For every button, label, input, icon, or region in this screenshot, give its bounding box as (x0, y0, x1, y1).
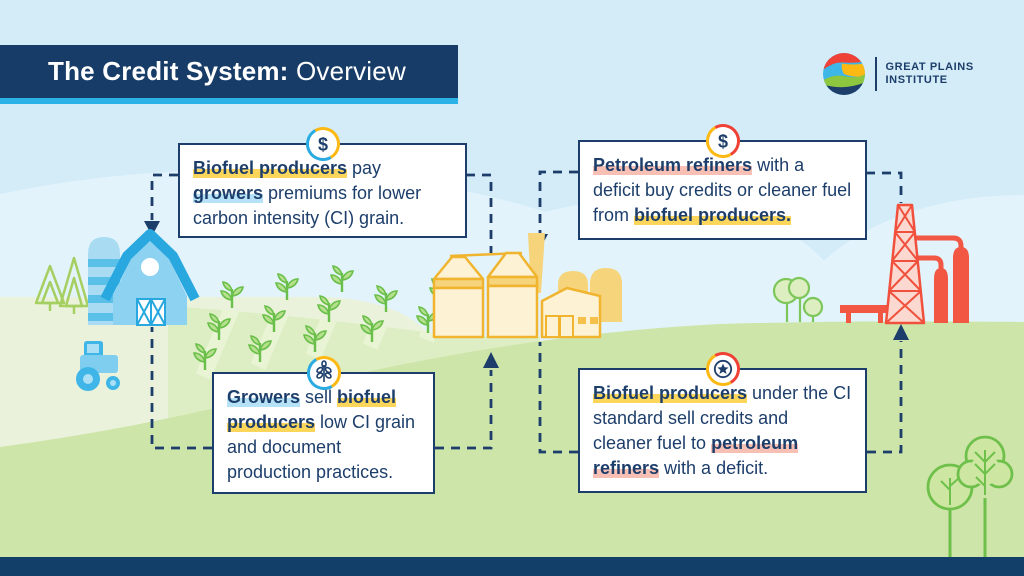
callout-text: Petroleum refiners with a deficit buy cr… (593, 155, 852, 225)
page-title-bold: The Credit System: (48, 56, 289, 86)
callout-text: Biofuel producers pay growers premiums f… (193, 158, 422, 228)
dollar-icon: $ (704, 122, 742, 160)
callout-text: Growers sell biofuel producers low CI gr… (227, 387, 416, 482)
wheat-icon (305, 354, 343, 392)
connector-box2-to-plant (538, 170, 578, 233)
barn-door (136, 298, 166, 326)
callout-refiners-buy-credits: $ Petroleum refiners with a deficit buy … (578, 124, 867, 240)
tractor-illustration (76, 341, 120, 391)
page-title-regular: Overview (288, 56, 406, 86)
logo-name-line2: INSTITUTE (885, 74, 948, 86)
title-bar: The Credit System: Overview (0, 45, 458, 98)
logo-globe-icon (823, 53, 865, 95)
svg-text:$: $ (317, 135, 327, 155)
connector-box3-to-plant (435, 370, 493, 450)
svg-text:$: $ (717, 132, 727, 152)
big-round-trees (926, 435, 1014, 558)
connector-box1-to-barn (150, 173, 178, 220)
arrow-up-plant (483, 352, 499, 368)
logo-divider (875, 57, 877, 91)
connector-box4-to-refinery (867, 341, 903, 454)
connector-box1-to-plant (466, 173, 493, 253)
connector-box3-to-barn (150, 327, 212, 450)
pine-trees (34, 256, 90, 314)
logo-name-line1: GREAT PLAINS (885, 61, 974, 73)
arrow-down-barn (144, 221, 160, 236)
footer-bar (0, 557, 1024, 576)
barn-illustration (88, 229, 200, 326)
callout-growers-sell-grain: Growers sell biofuel producers low CI gr… (212, 356, 435, 494)
callout-text: Biofuel producers under the CI standard … (593, 383, 852, 478)
small-round-trees (772, 276, 824, 322)
biofuel-plant-illustration (432, 233, 622, 339)
dollar-icon: $ (304, 125, 342, 163)
refinery-illustration (840, 203, 969, 325)
connectors (150, 170, 903, 454)
connector-box2-to-refinery (866, 171, 903, 203)
barn-window (141, 258, 159, 276)
arrow-up-refinery (893, 324, 909, 340)
callout-producers-sell-credits: Biofuel producers under the CI standard … (578, 352, 867, 493)
credit-star-icon (704, 350, 742, 388)
organization-logo: GREAT PLAINS INSTITUTE (823, 53, 974, 95)
title-accent-bar (0, 98, 458, 104)
callout-biofuel-pays-growers: $ Biofuel producers pay growers premiums… (178, 127, 467, 238)
page-title: The Credit System: Overview (48, 56, 406, 87)
logo-wordmark: GREAT PLAINS INSTITUTE (886, 61, 974, 87)
connector-box4-to-plant (538, 342, 578, 454)
